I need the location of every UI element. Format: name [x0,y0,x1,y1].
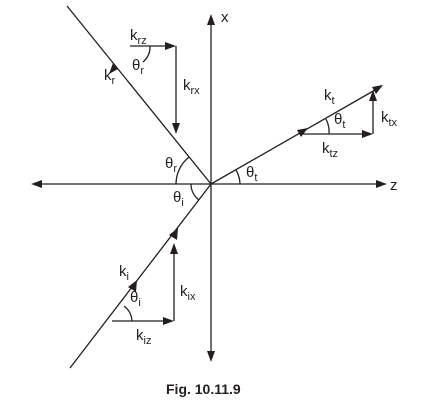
figure-caption: Fig. 10.11.9 [166,381,241,397]
ktx-component-arrow [369,90,377,134]
krz-component-arrow [130,42,176,50]
reflected-ray-arrowhead [109,63,118,74]
x-axis-arrowhead-up [207,14,215,25]
theta-i-lower-label: θi [130,289,141,309]
transmitted-ray-arrowhead-end [372,85,383,94]
transmitted-ray-arrowhead-mid [297,128,308,137]
theta-t-origin-arc [235,169,241,185]
reflected-ray [66,5,212,185]
incident-ray-arrowhead-lower [128,280,137,292]
theta-i-origin-arc [190,183,200,201]
theta-i-lower-arc [123,305,133,322]
krx-label: krx [183,77,200,97]
incident-ray [69,183,212,369]
theta-t-upper-label: θt [334,111,345,131]
kiz-component-arrow [112,317,174,325]
theta-r-upper-arc [142,45,151,63]
kiz-label: kiz [136,327,151,347]
theta-r-origin-arc [175,156,190,185]
krz-label: krz [130,27,147,47]
transmitted-ray [210,89,376,185]
z-axis [31,180,387,188]
ktz-label: ktz [322,140,338,160]
kr-label: kr [104,67,116,87]
theta-r-upper-label: θr [132,57,144,77]
theta-i-origin-label: θi [173,189,184,209]
x-axis-label: x [221,9,229,26]
theta-r-origin-label: θr [165,155,177,175]
x-axis-arrowhead-down [207,351,215,362]
ktx-label: ktx [381,109,398,129]
z-axis-arrowhead-right [376,180,387,188]
ktz-component-arrow [300,130,373,138]
z-axis-label: z [390,177,398,194]
theta-t-origin-label: θt [246,164,257,184]
theta-t-upper-arc [325,118,330,135]
kt-label: kt [324,87,335,107]
incident-ray-arrowhead-upper [169,228,178,240]
kix-label: kix [180,283,196,303]
x-axis [207,14,215,362]
kix-component-arrow [170,243,178,321]
ki-label: ki [119,263,129,283]
z-axis-arrowhead-left [31,180,42,188]
krx-component-arrow [172,46,180,134]
